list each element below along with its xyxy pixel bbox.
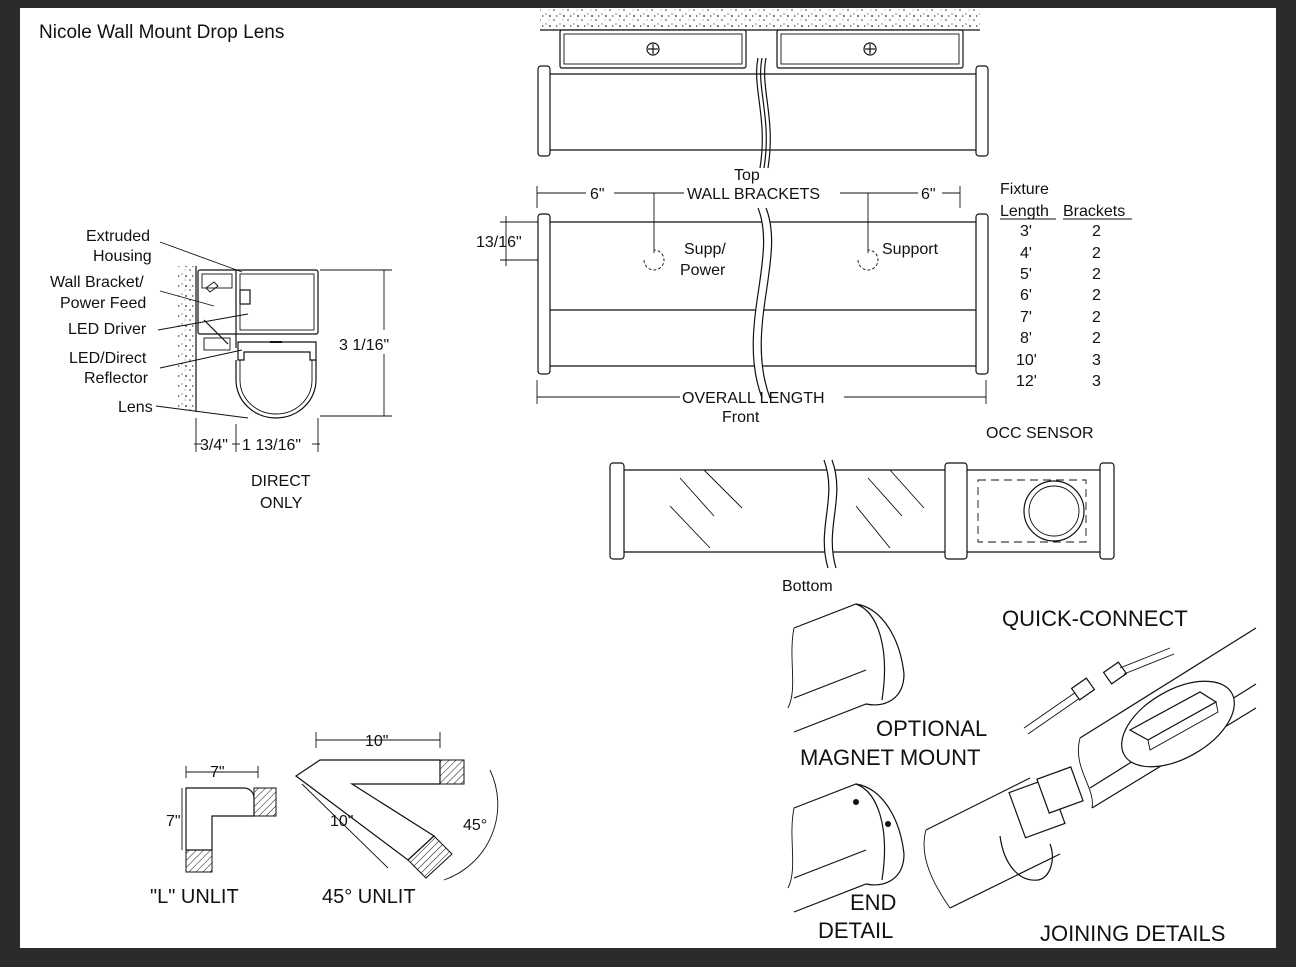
bottom-end-cap-left bbox=[609, 462, 625, 560]
connector-icon bbox=[1070, 677, 1096, 701]
ceiling-concrete bbox=[540, 8, 980, 30]
top-label: Top bbox=[734, 167, 760, 184]
table-cell-length: 12' bbox=[1016, 373, 1037, 390]
connector-icon bbox=[1102, 661, 1128, 685]
label-wall-bracket-2: Power Feed bbox=[60, 295, 146, 312]
joiner-clip bbox=[999, 835, 1053, 881]
dim-height: 3 1/16" bbox=[339, 337, 389, 354]
table-cell-length: 8' bbox=[1020, 330, 1032, 347]
lens-profile bbox=[235, 360, 317, 419]
support-bracket bbox=[857, 249, 879, 271]
l-dim-v: 7" bbox=[166, 813, 181, 830]
table-cell-brackets: 2 bbox=[1092, 287, 1101, 304]
label-extruded-1: Extruded bbox=[86, 228, 150, 245]
table-cell-brackets: 2 bbox=[1092, 330, 1101, 347]
d45-dim-top: 10" bbox=[365, 733, 388, 750]
table-cell-length: 10' bbox=[1016, 352, 1037, 369]
label-led-driver: LED Driver bbox=[68, 321, 147, 338]
table-cell-brackets: 3 bbox=[1092, 373, 1101, 390]
magnet-label-1: OPTIONAL bbox=[876, 716, 987, 741]
supp-power-label-1: Supp/ bbox=[684, 241, 726, 258]
overall-length-label: OVERALL LENGTH bbox=[682, 390, 825, 407]
section-view: Extruded Housing Wall Bracket/ Power Fee… bbox=[50, 228, 392, 512]
occ-sensor-icon bbox=[1023, 480, 1085, 542]
end-cap-left bbox=[537, 65, 551, 157]
end-detail: END DETAIL bbox=[787, 783, 905, 943]
d45-unlit-corner: 10" 10" 45° 45° UNLIT bbox=[294, 732, 499, 908]
sensor-collar bbox=[944, 462, 968, 560]
table-cell-brackets: 2 bbox=[1092, 309, 1101, 326]
table-header-fixture: Fixture bbox=[1000, 181, 1049, 198]
front-end-cap-left bbox=[537, 213, 551, 375]
l-unlit-label: "L" UNLIT bbox=[150, 886, 239, 908]
mode-label-2: ONLY bbox=[260, 495, 303, 512]
dim-width-b: 1 13/16" bbox=[242, 437, 301, 454]
screw-icon bbox=[863, 42, 877, 56]
d45-dim-side: 10" bbox=[330, 813, 353, 830]
magnet-dot-icon bbox=[885, 821, 891, 827]
bottom-end-cap-right bbox=[1099, 462, 1115, 560]
magnet-mount-detail: OPTIONAL MAGNET MOUNT bbox=[787, 603, 987, 770]
table-cell-length: 3' bbox=[1020, 223, 1032, 240]
front-view: 6" WALL BRACKETS 6" 13/16" Supp/ Power S… bbox=[476, 186, 989, 426]
label-led-direct-2: Reflector bbox=[84, 370, 149, 387]
occ-sensor-housing bbox=[977, 479, 1087, 543]
table-cell-length: 4' bbox=[1020, 245, 1032, 262]
bottom-label: Bottom bbox=[782, 578, 833, 595]
magnet-label-2: MAGNET MOUNT bbox=[800, 745, 980, 770]
dim-6-left: 6" bbox=[590, 186, 605, 203]
d45-corner-body bbox=[294, 759, 441, 861]
front-label: Front bbox=[722, 409, 760, 426]
wall-brackets-label: WALL BRACKETS bbox=[687, 186, 820, 203]
l-dim-h: 7" bbox=[210, 764, 225, 781]
magnet-dot-icon bbox=[853, 799, 859, 805]
extruded-housing bbox=[197, 269, 319, 335]
label-led-direct-1: LED/Direct bbox=[69, 350, 147, 367]
dim-width-a: 3/4" bbox=[200, 437, 228, 454]
table-header-brackets: Brackets bbox=[1063, 203, 1125, 220]
end-detail-label-2: DETAIL bbox=[818, 918, 893, 943]
occ-sensor-label: OCC SENSOR bbox=[986, 425, 1094, 442]
supp-power-label-2: Power bbox=[680, 262, 726, 279]
joining-detail: JOINING DETAILS bbox=[923, 627, 1257, 946]
screw-icon bbox=[646, 42, 660, 56]
d45-angle: 45° bbox=[463, 817, 487, 834]
top-view: Top bbox=[537, 8, 989, 184]
table-cell-brackets: 2 bbox=[1092, 223, 1101, 240]
front-end-cap-right bbox=[975, 213, 989, 375]
quick-connect-label: QUICK-CONNECT bbox=[1002, 606, 1188, 631]
drawing-sheet: Nicole Wall Mount Drop Lens Top 6" WALL … bbox=[20, 8, 1276, 948]
table-cell-length: 5' bbox=[1020, 266, 1032, 283]
spec-drawing: Nicole Wall Mount Drop Lens Top 6" WALL … bbox=[39, 8, 1257, 946]
l-corner-body bbox=[185, 787, 255, 851]
l-unlit-corner: 7" 7" "L" UNLIT bbox=[150, 764, 277, 908]
page-title: Nicole Wall Mount Drop Lens bbox=[39, 22, 284, 43]
magnifier-circle bbox=[1121, 680, 1235, 768]
label-lens: Lens bbox=[118, 399, 153, 416]
d45-unlit-label: 45° UNLIT bbox=[322, 886, 416, 908]
table-cell-brackets: 2 bbox=[1092, 266, 1101, 283]
bracket-table: Fixture Length Brackets 3' 2 4' 2 5' 2 6… bbox=[1000, 181, 1132, 390]
joining-label: JOINING DETAILS bbox=[1040, 921, 1225, 946]
dim-6-right: 6" bbox=[921, 186, 936, 203]
end-detail-label-1: END bbox=[850, 890, 896, 915]
table-cell-brackets: 2 bbox=[1092, 245, 1101, 262]
table-header-length: Length bbox=[1000, 203, 1049, 220]
dim-13-16: 13/16" bbox=[476, 234, 522, 251]
label-wall-bracket-1: Wall Bracket/ bbox=[50, 274, 144, 291]
wall-concrete bbox=[178, 266, 196, 412]
table-cell-length: 6' bbox=[1020, 287, 1032, 304]
label-extruded-2: Housing bbox=[93, 248, 152, 265]
bottom-view: OCC SENSOR Bottom bbox=[609, 425, 1115, 595]
screw-icon bbox=[239, 289, 251, 305]
support-label: Support bbox=[882, 241, 939, 258]
quick-connect-detail: QUICK-CONNECT bbox=[1002, 606, 1188, 735]
end-cap-right bbox=[975, 65, 989, 157]
supp-power-bracket bbox=[643, 249, 665, 271]
mode-label-1: DIRECT bbox=[251, 473, 311, 490]
table-cell-brackets: 3 bbox=[1092, 352, 1101, 369]
table-cell-length: 7' bbox=[1020, 309, 1032, 326]
